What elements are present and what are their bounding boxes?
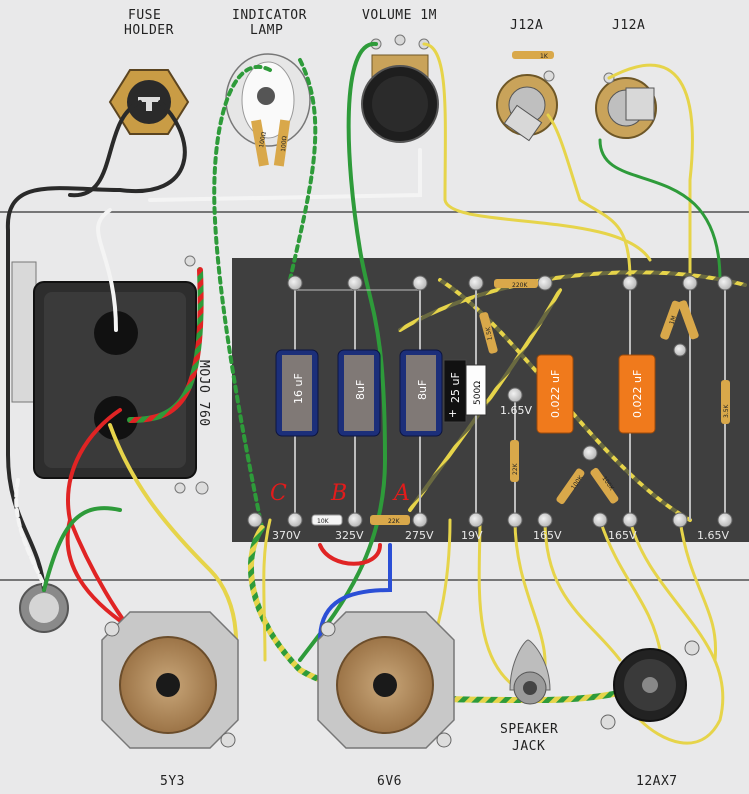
power-transformer [11, 255, 209, 495]
socket-5y3 [101, 611, 239, 749]
input-jack-right [595, 72, 657, 139]
voltage-275v: 275V [405, 529, 434, 542]
jack-resistor-label: 1K [540, 53, 549, 60]
resistor-1-5k-label: 1.5K [485, 325, 494, 341]
coupling-cap-b: 0.022 uF [618, 354, 656, 434]
lamp-resistor-a-label: 100Ω [258, 131, 268, 148]
jack-resistor-1k [512, 51, 554, 59]
tube-6v6-label: 6V6 [377, 774, 402, 789]
voltage-325v: 325V [335, 529, 364, 542]
voltage-165v-a: 165V [533, 529, 562, 542]
grommet [19, 583, 69, 633]
svg-text:+: + [448, 407, 457, 420]
coupling-cap-a: 0.022 uF [536, 354, 574, 434]
speaker-jack-label-2: JACK [512, 739, 545, 754]
filter-cap-8uf-a: 8uF [337, 349, 381, 437]
fuse-holder-label-1: FUSE [128, 8, 161, 23]
indicator-lamp: 100Ω 100Ω [225, 53, 311, 167]
resistor-3-5k-label: 3.5K [723, 403, 730, 418]
indicator-lamp-label-1: INDICATOR [232, 8, 307, 23]
voltage-165v-b: 165V [608, 529, 637, 542]
cap-16uf-label: 16 uF [292, 373, 305, 404]
resistors: 220K 1.5K 22K 100K 100K 1M 3.5K 10K 22K [311, 279, 730, 526]
resistor-10k-label: 10K [317, 518, 330, 525]
resistor-220k-label: 220K [512, 282, 528, 289]
cap-8uf-a-label: 8uF [354, 380, 367, 400]
jack-right-label: J12A [612, 18, 645, 33]
resistor-22k-b-label: 22K [512, 462, 519, 475]
input-jack-left [496, 70, 558, 142]
speaker-jack [509, 639, 551, 705]
socket-12ax7 [600, 640, 700, 730]
test-point-a: A [392, 481, 410, 506]
fuse-holder-label-2: HOLDER [124, 23, 174, 38]
turrets-bottom [247, 512, 733, 528]
cathode-cap-25uf: 25 uF + [443, 359, 467, 423]
cap-25uf-label: 25 uF [449, 372, 462, 403]
test-point-b: B [330, 481, 347, 506]
tube-5y3-label: 5Y3 [160, 774, 185, 789]
coupling-cap-b-label: 0.022 uF [631, 370, 644, 418]
resistor-22k-label: 22K [388, 518, 401, 525]
voltage-1-65v-mid: 1.65V [500, 404, 532, 417]
voltage-1-65v: 1.65V [697, 529, 729, 542]
volume-label: VOLUME 1M [362, 8, 437, 23]
resistor-1m-label: 1M [668, 315, 678, 326]
lamp-resistor-b-label: 100Ω [280, 135, 288, 152]
transformer-label: MOJO 760 [196, 360, 211, 427]
filter-cap-16uf: 16 uF [275, 349, 319, 437]
indicator-lamp-label-2: LAMP [250, 23, 283, 38]
volume-pot [361, 34, 439, 143]
cathode-resistor-500: 500Ω [465, 364, 487, 416]
voltage-370v: 370V [272, 529, 301, 542]
cap-8uf-b-label: 8uF [416, 380, 429, 400]
filter-cap-8uf-b: 8uF [399, 349, 443, 437]
fuse-holder [108, 69, 190, 135]
voltage-19v: 19V [461, 529, 483, 542]
test-point-c: C [270, 481, 287, 506]
resistor-500-label: 500Ω [473, 381, 483, 405]
speaker-jack-label-1: SPEAKER [500, 722, 558, 737]
jack-left-label: J12A [510, 18, 543, 33]
socket-6v6 [317, 611, 455, 749]
coupling-cap-a-label: 0.022 uF [549, 370, 562, 418]
tube-12ax7-label: 12AX7 [636, 774, 678, 789]
